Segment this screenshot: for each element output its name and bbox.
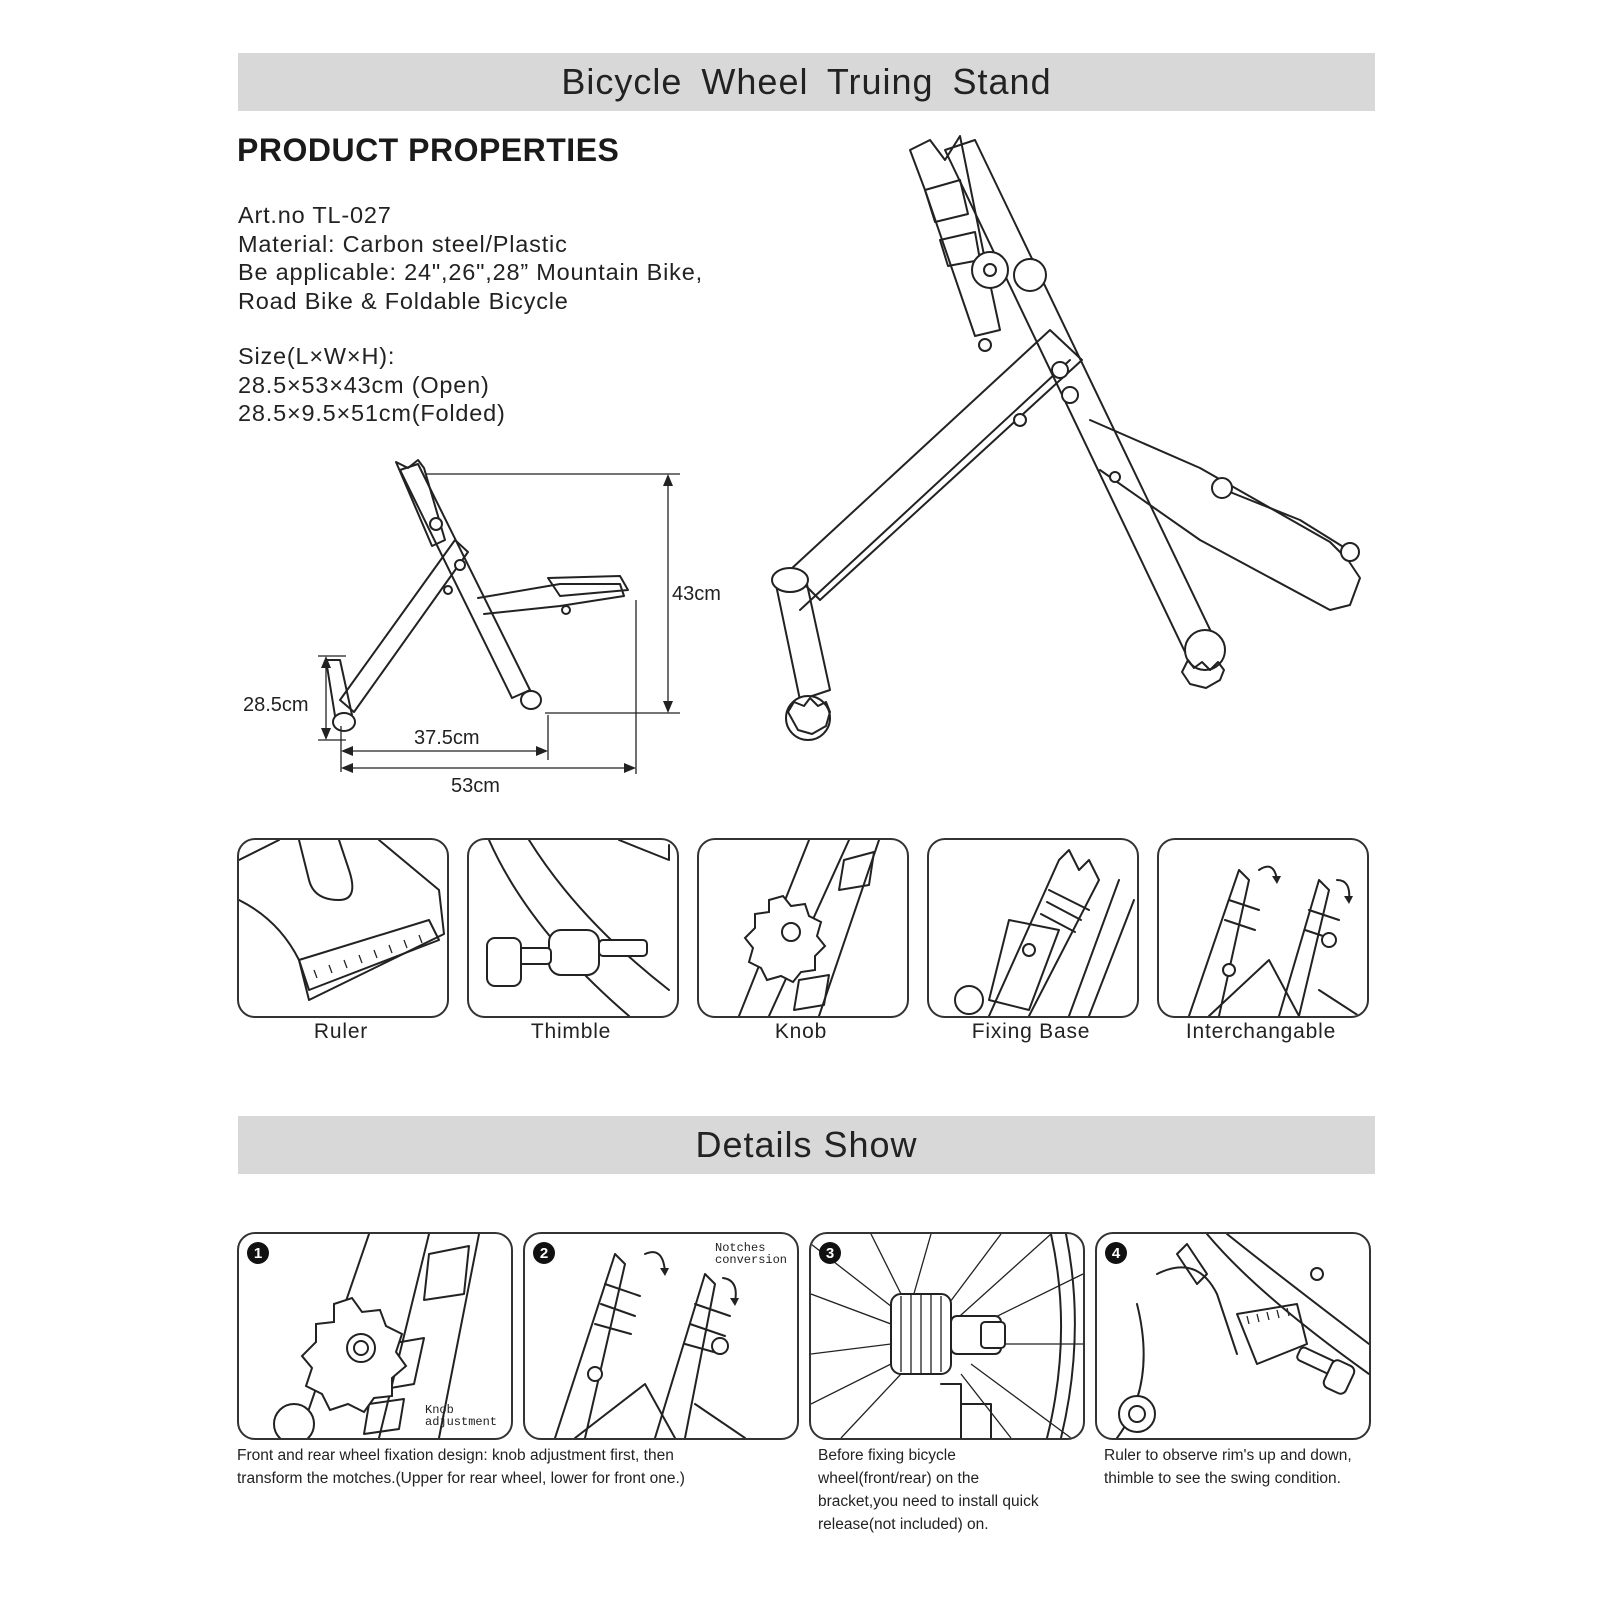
- title-banner: Bicycle Wheel Truing Stand: [238, 53, 1375, 111]
- prop-size-open: 28.5×53×43cm (Open): [238, 371, 490, 398]
- dim-height-label: 43cm: [672, 583, 721, 605]
- knob-illustration: [738, 840, 880, 1016]
- caption-ruler-thimble: Ruler to observe rim's up and down, thim…: [1104, 1447, 1352, 1487]
- feature-label-interchangable: Interchangable: [1185, 1020, 1337, 1043]
- feature-panel-fixing-base: [927, 838, 1139, 1018]
- feature-label-thimble: Thimble: [530, 1020, 612, 1043]
- feature-panel-knob: [697, 838, 909, 1018]
- knob-annotation: Knob adjustment: [425, 1403, 498, 1429]
- ruler-illustration: [239, 840, 445, 1001]
- prop-size-folded: 28.5×9.5×51cm(Folded): [238, 400, 506, 426]
- knob-adjustment-illustration: [273, 1234, 480, 1438]
- notches-conversion-illustration: [554, 1251, 746, 1438]
- detail-number-1: 1: [247, 1242, 269, 1264]
- product-properties-heading: PRODUCT PROPERTIES: [237, 132, 620, 168]
- feature-label-knob: Knob: [774, 1020, 828, 1043]
- detail-panel-4: 4: [1095, 1232, 1371, 1440]
- prop-size-label: Size(L×W×H):: [238, 343, 396, 369]
- small-stand-drawing: [325, 459, 629, 732]
- caption-fixation-design: Front and rear wheel fixation design: kn…: [237, 1447, 685, 1487]
- prop-applicable-cont: Road Bike & Foldable Bicycle: [238, 287, 569, 314]
- prop-applicable: Be applicable: 24",26",28” Mountain Bike…: [238, 259, 703, 285]
- dim-outer-width-label: 53cm: [451, 775, 500, 797]
- feature-label-fixing-base: Fixing Base: [971, 1020, 1091, 1043]
- quick-release-illustration: [811, 1234, 1083, 1438]
- detail-number-3: 3: [819, 1242, 841, 1264]
- detail-panel-1: 1 Knob adjustment: [237, 1232, 513, 1440]
- detail-number-4: 4: [1105, 1242, 1127, 1264]
- feature-label-ruler: Ruler: [313, 1020, 369, 1043]
- ruler-thimble-illustration: [1116, 1234, 1369, 1438]
- large-stand-drawing: [771, 135, 1361, 741]
- feature-panel-ruler: [237, 838, 449, 1018]
- product-properties-list: Art.no TL-027 Material: Carbon steel/Pla…: [238, 201, 703, 428]
- detail-panel-2: 2 Notches conversion: [523, 1232, 799, 1440]
- detail-panel-3: 3: [809, 1232, 1085, 1440]
- caption-quick-release: Before fixing bicycle wheel(front/rear) …: [818, 1447, 1039, 1533]
- prop-art-no: Art.no TL-027: [238, 202, 392, 228]
- dim-inner-width-label: 37.5cm: [414, 727, 480, 749]
- dim-depth-label: 28.5cm: [243, 694, 309, 716]
- fixing-base-illustration: [954, 849, 1135, 1016]
- interchangable-illustration: [1188, 865, 1360, 1016]
- detail-number-2: 2: [533, 1242, 555, 1264]
- prop-material: Material: Carbon steel/Plastic: [238, 230, 568, 257]
- dimension-lines: 43cm 28.5cm 37.5cm 53cm: [243, 473, 721, 797]
- feature-panel-interchangable: [1157, 838, 1369, 1018]
- notches-annotation: Notches conversion: [715, 1241, 788, 1267]
- details-show-banner: Details Show: [238, 1116, 1375, 1174]
- feature-panel-thimble: [467, 838, 679, 1018]
- thimble-illustration: [486, 840, 670, 1016]
